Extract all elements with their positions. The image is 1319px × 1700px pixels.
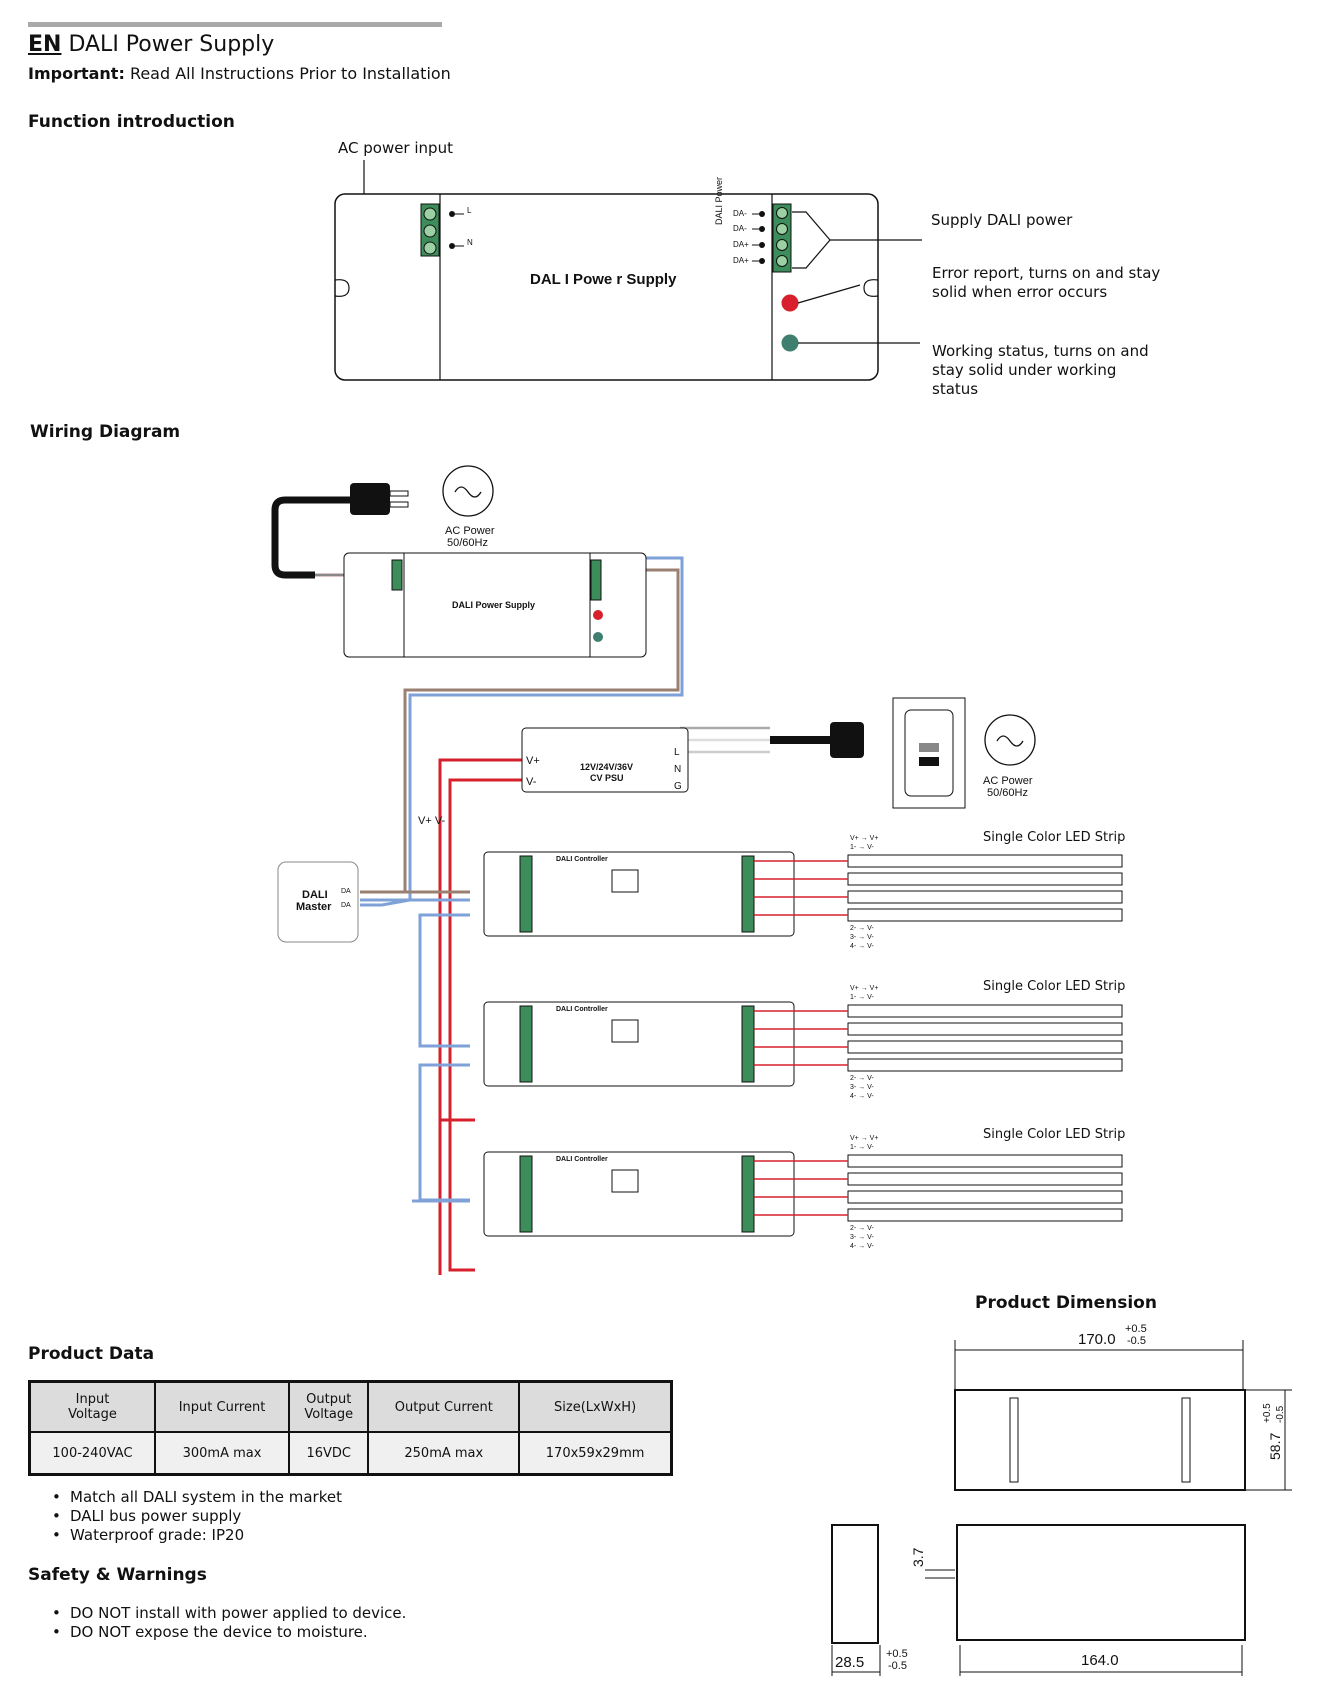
dim-length-minus: -0.5 [1127,1335,1146,1347]
dimension-heading: Product Dimension [975,1293,1157,1313]
strip-bottom-2: 2- → V-3- → V-4- → V- [850,1075,874,1100]
master-line1: DALI [302,889,328,901]
strip-top-1: V+ → V+1- → V- [850,835,879,851]
dim-length-plus: +0.5 [1125,1323,1147,1335]
ac-input-label: AC power input [338,139,453,157]
list-item: Match all DALI system in the market [52,1488,342,1507]
function-diagram [334,160,922,381]
terminal-n: N [467,238,473,247]
important-note: Important: Read All Instructions Prior t… [28,64,451,83]
wiring-heading: Wiring Diagram [30,422,181,442]
dali-power-side-label: DALI Power [714,176,724,225]
dim-height-minus: -0.5 [888,1660,907,1672]
da-term-4: DA+ [733,256,749,265]
device-label: DAL I Powe r Supply [530,271,677,288]
value-input-voltage: 100-240VAC [28,1431,156,1476]
master-da2: DA [341,902,351,909]
value-input-current: 300mA max [153,1431,291,1476]
dim-width: 58.7 [1267,1432,1283,1460]
da-term-3: DA+ [733,240,749,249]
dim-length: 170.0 [1078,1331,1116,1348]
safety-heading: Safety & Warnings [28,1565,207,1585]
master-line2: Master [296,901,332,913]
list-item: DALI bus power supply [52,1507,342,1526]
value-output-current: 250mA max [367,1431,521,1476]
da-term-1: DA- [733,209,747,218]
list-item: DO NOT expose the device to moisture. [52,1623,406,1642]
strip-label-2: Single Color LED Strip [983,979,1126,994]
strip-bottom-1: 2- → V-3- → V-4- → V- [850,925,874,950]
page-title: EN DALI Power Supply [28,32,275,57]
list-item: DO NOT install with power applied to dev… [52,1604,406,1623]
cv-vminus: V- [526,776,537,788]
controller-label-1: DALI Controller [556,856,608,863]
freq-right-label: 50/60Hz [987,787,1028,799]
strip-bottom-3: 2- → V-3- → V-4- → V- [850,1225,874,1250]
cv-vplus: V+ [526,755,540,767]
list-item: Waterproof grade: IP20 [52,1526,342,1545]
cv-psu-line1: 12V/24V/36V [580,762,634,772]
header-size: Size(LxWxH) [518,1380,673,1433]
vv-label: V+ V- [418,815,446,827]
dim-hole: 3.7 [910,1547,926,1567]
top-rule [28,22,442,27]
strip-label-1: Single Color LED Strip [983,830,1126,845]
ac-power-right-label: AC Power [983,775,1033,787]
dimension-drawing [831,1340,1292,1676]
strip-top-3: V+ → V+1- → V- [850,1135,879,1151]
product-data-heading: Product Data [28,1344,155,1364]
ac-power-top-label: AC Power [445,525,495,537]
terminal-l: L [467,206,472,215]
cv-psu-line2: CV PSU [590,773,624,783]
function-intro-heading: Function introduction [28,112,235,132]
controller-label-3: DALI Controller [556,1156,608,1163]
header-input-current: Input Current [153,1380,291,1433]
dim-mount: 164.0 [1081,1652,1119,1669]
value-output-voltage: 16VDC [288,1431,370,1476]
error-led-icon [781,294,799,312]
small-psu-label: DALI Power Supply [452,600,536,610]
dim-height-plus: +0.5 [886,1648,908,1660]
strip-label-3: Single Color LED Strip [983,1127,1126,1142]
dim-height: 28.5 [835,1654,865,1671]
strip-top-2: V+ → V+1- → V- [850,985,879,1001]
freq-top-label: 50/60Hz [447,537,488,549]
wiring-diagram [271,465,1123,1275]
header-output-current: Output Current [367,1380,521,1433]
master-da1: DA [341,888,351,895]
feature-list: Match all DALI system in the market DALI… [50,1488,342,1545]
controller-label-2: DALI Controller [556,1006,608,1013]
value-size: 170x59x29mm [518,1431,673,1476]
safety-list: DO NOT install with power applied to dev… [50,1604,406,1642]
working-led-icon [781,334,799,352]
table-row: 100-240VAC 300mA max 16VDC 250mA max 170… [28,1431,673,1476]
supply-label: Supply DALI power [931,211,1073,229]
dim-width-minus: -0.5 [1275,1405,1286,1423]
da-term-2: DA- [733,224,747,233]
dim-width-plus: +0.5 [1262,1403,1273,1423]
